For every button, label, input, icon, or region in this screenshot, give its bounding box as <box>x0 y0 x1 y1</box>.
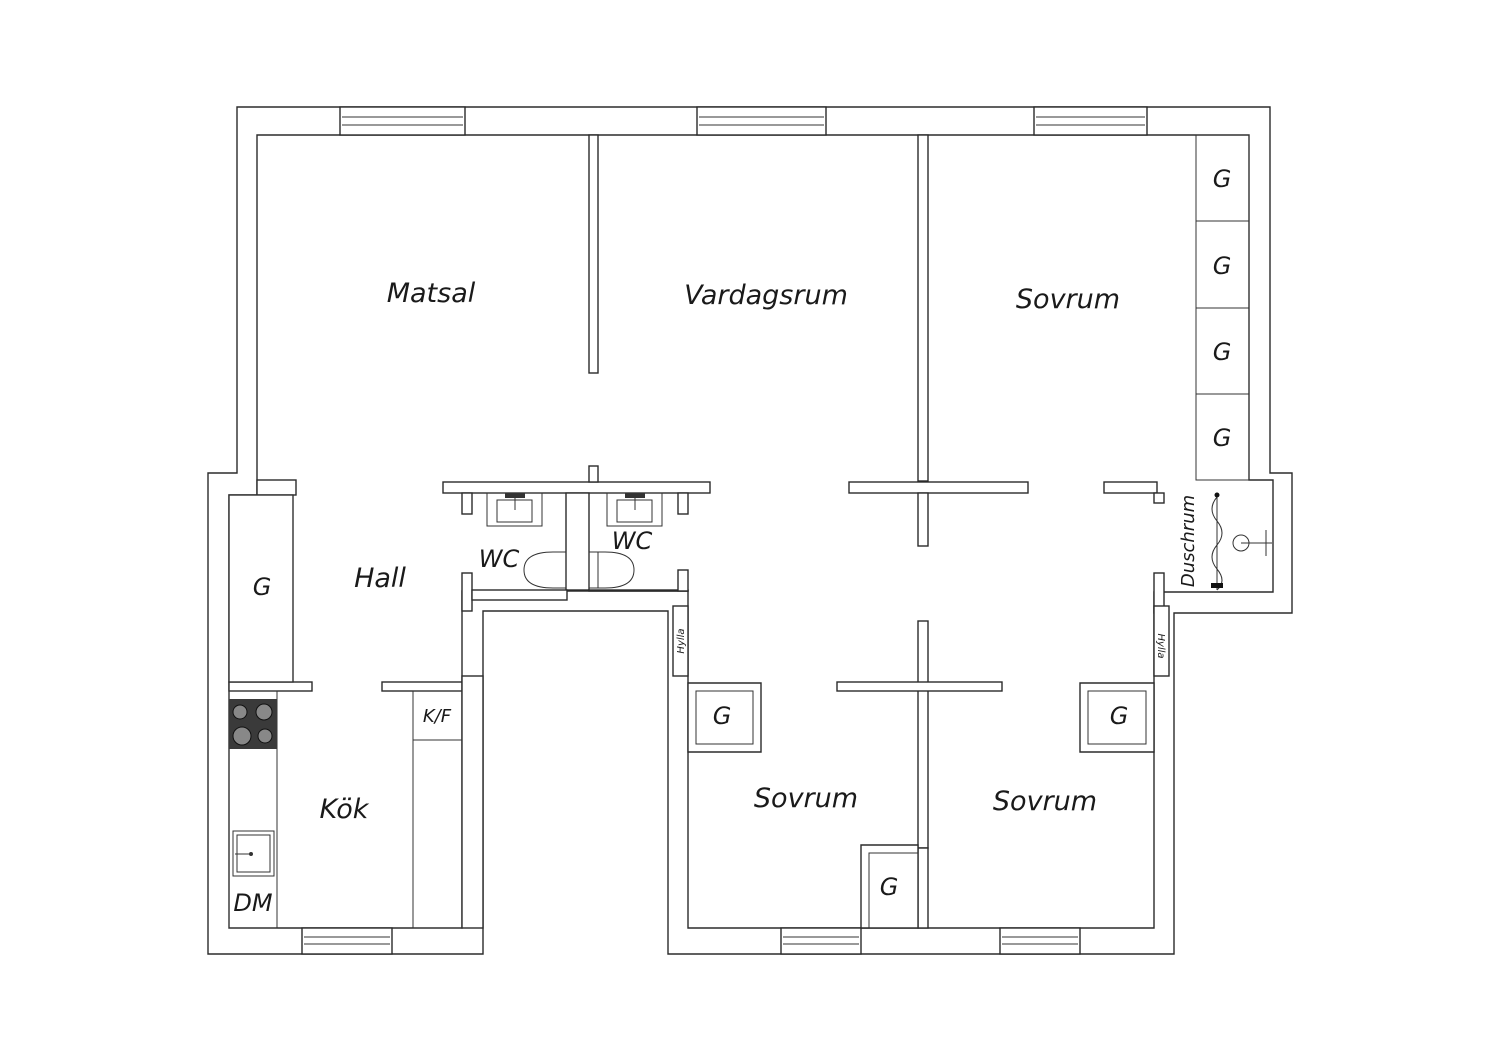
toilet-icon <box>523 551 567 589</box>
room-label-hall: Hall <box>354 563 406 594</box>
window-kok <box>301 927 393 955</box>
window-sovrum-sw <box>780 927 862 955</box>
kitchen-sink-icon <box>232 830 275 877</box>
shelf-label: Hylla <box>1155 633 1166 658</box>
fridge-freezer-label: K/F <box>423 706 452 727</box>
closet-label: G <box>253 573 272 601</box>
interior-walls <box>228 134 1165 929</box>
room-label-vardagsrum: Vardagsrum <box>684 280 848 311</box>
room-label-sovrum-sw: Sovrum <box>754 783 858 814</box>
labels: Matsal Vardagsrum Sovrum Hall Kök WC WC … <box>233 165 1231 917</box>
closet-label: G <box>1213 165 1232 193</box>
room-label-wc-right: WC <box>612 527 653 555</box>
closet-label: G <box>1213 338 1232 366</box>
shelves <box>672 605 1170 677</box>
room-label-sovrum-ne: Sovrum <box>1016 284 1120 315</box>
dishwasher-label: DM <box>233 889 272 917</box>
closet-label: G <box>713 702 732 730</box>
room-label-duschrum: Duschrum <box>1178 495 1199 587</box>
shower-head-icon <box>1232 530 1272 556</box>
window-sovrum-ne <box>1033 106 1148 136</box>
wc-fixtures <box>486 492 663 589</box>
window-vardagsrum <box>696 106 827 136</box>
stove-icon <box>229 699 277 749</box>
closet-label: G <box>1110 702 1129 730</box>
outer-walls <box>207 106 1293 955</box>
washbasin-icon <box>606 492 663 527</box>
closet-label: G <box>880 873 899 901</box>
window-sovrum-se <box>999 927 1081 955</box>
shower-fixtures <box>1211 492 1272 591</box>
shelf-label: Hylla <box>676 628 687 653</box>
room-label-wc-left: WC <box>479 545 520 573</box>
room-label-matsal: Matsal <box>387 278 476 309</box>
room-label-sovrum-se: Sovrum <box>993 786 1097 817</box>
room-label-kok: Kök <box>320 794 370 825</box>
closet-label: G <box>1213 424 1232 452</box>
washbasin-icon <box>486 492 543 527</box>
closets <box>228 134 1250 929</box>
kitchen-fixtures <box>228 690 463 929</box>
windows <box>301 106 1148 955</box>
toilet-icon <box>588 551 635 589</box>
closet-label: G <box>1213 252 1232 280</box>
window-matsal <box>339 106 466 136</box>
